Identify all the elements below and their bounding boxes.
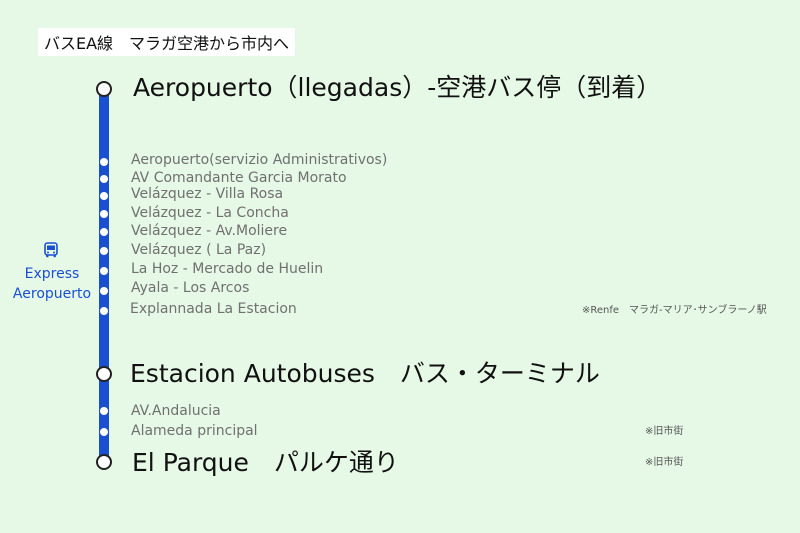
station-label-aeropuerto: Aeropuerto（llegadas）-空港バス停（到着）	[133, 73, 662, 102]
station-node-estacion	[96, 366, 112, 382]
stop-label: Velázquez - La Concha	[131, 205, 289, 221]
diagram-title: バスEA線 マラガ空港から市内へ	[38, 28, 296, 56]
note-renfe: ※Renfe マラガ-マリア･サンブラーノ駅	[582, 305, 767, 316]
stop-dot	[100, 175, 108, 183]
stop-dot	[100, 307, 108, 315]
stop-dot	[100, 407, 108, 415]
stop-label: Ayala - Los Arcos	[131, 280, 250, 296]
stop-dot	[100, 228, 108, 236]
route-name: Express Aeropuerto	[4, 264, 100, 304]
station-node-aeropuerto	[96, 81, 112, 97]
station-label-parque: El Parque パルケ通り	[132, 448, 399, 477]
route-name-line1: Express	[24, 266, 80, 282]
route-line	[99, 88, 109, 462]
stop-label: Velázquez ( La Paz)	[131, 242, 267, 258]
stop-label: Aeropuerto(servizio Administrativos)	[131, 152, 388, 168]
stop-dot	[100, 247, 108, 255]
note-old-town: ※旧市街	[645, 426, 684, 437]
stop-label: Explannada La Estacion	[130, 301, 297, 317]
bus-icon	[43, 242, 59, 262]
stop-label: La Hoz - Mercado de Huelin	[131, 261, 324, 277]
stop-dot	[100, 210, 108, 218]
stop-label: Alameda principal	[131, 423, 258, 439]
stop-dot	[100, 158, 108, 166]
station-node-parque	[96, 454, 112, 470]
station-label-estacion: Estacion Autobuses バス・ターミナル	[130, 359, 600, 388]
stop-dot	[100, 428, 108, 436]
stop-label: Velázquez - Villa Rosa	[131, 186, 284, 202]
stop-label: AV Comandante Garcia Morato	[131, 170, 347, 186]
stop-dot	[100, 192, 108, 200]
stop-label: AV.Andalucia	[131, 403, 221, 419]
note-old-town: ※旧市街	[645, 457, 684, 468]
route-name-line2: Aeropuerto	[12, 286, 92, 302]
stop-dot	[100, 267, 108, 275]
stop-label: Velázquez - Av.Moliere	[131, 223, 288, 239]
stop-dot	[100, 287, 108, 295]
